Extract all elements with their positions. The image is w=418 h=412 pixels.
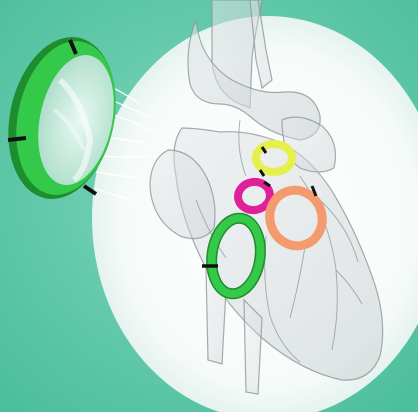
lens-marker-left <box>8 138 26 140</box>
